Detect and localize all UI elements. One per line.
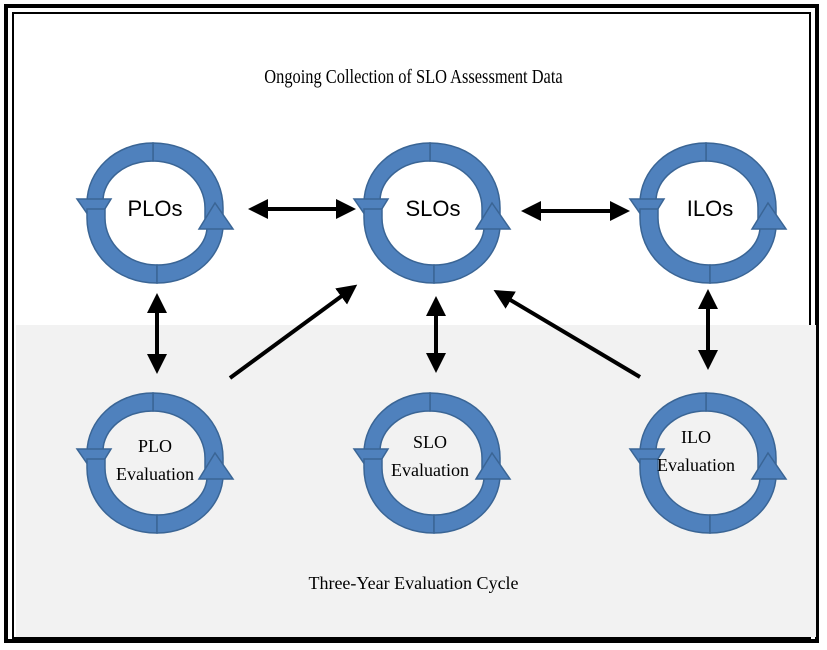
diagram-title: Ongoing Collection of SLO Assessment Dat… xyxy=(264,66,563,88)
ilo-evaluation-line1: ILO xyxy=(681,427,711,447)
evaluation-band xyxy=(16,325,816,637)
diagram-footer: Three-Year Evaluation Cycle xyxy=(308,573,519,593)
ilos-label: ILOs xyxy=(686,196,734,221)
slo-evaluation-line2: Evaluation xyxy=(391,460,469,480)
slos-label: SLOs xyxy=(405,196,461,221)
ilo-evaluation-line2: Evaluation xyxy=(657,455,735,475)
outer-frame xyxy=(4,4,819,643)
plo-evaluation-label: PLO Evaluation xyxy=(95,432,215,488)
ilo-evaluation-to-slos-arrow xyxy=(493,289,642,379)
ilo-evaluation-label: ILO Evaluation xyxy=(636,423,756,479)
slo-evaluation-label: SLO Evaluation xyxy=(370,428,490,484)
plo-evaluation-line2: Evaluation xyxy=(116,464,194,484)
plo-evaluation-to-slos-arrow xyxy=(228,284,358,380)
plo-evaluation-line1: PLO xyxy=(137,436,172,456)
slo-evaluation-line1: SLO xyxy=(412,432,447,452)
plos-label: PLOs xyxy=(127,196,183,221)
